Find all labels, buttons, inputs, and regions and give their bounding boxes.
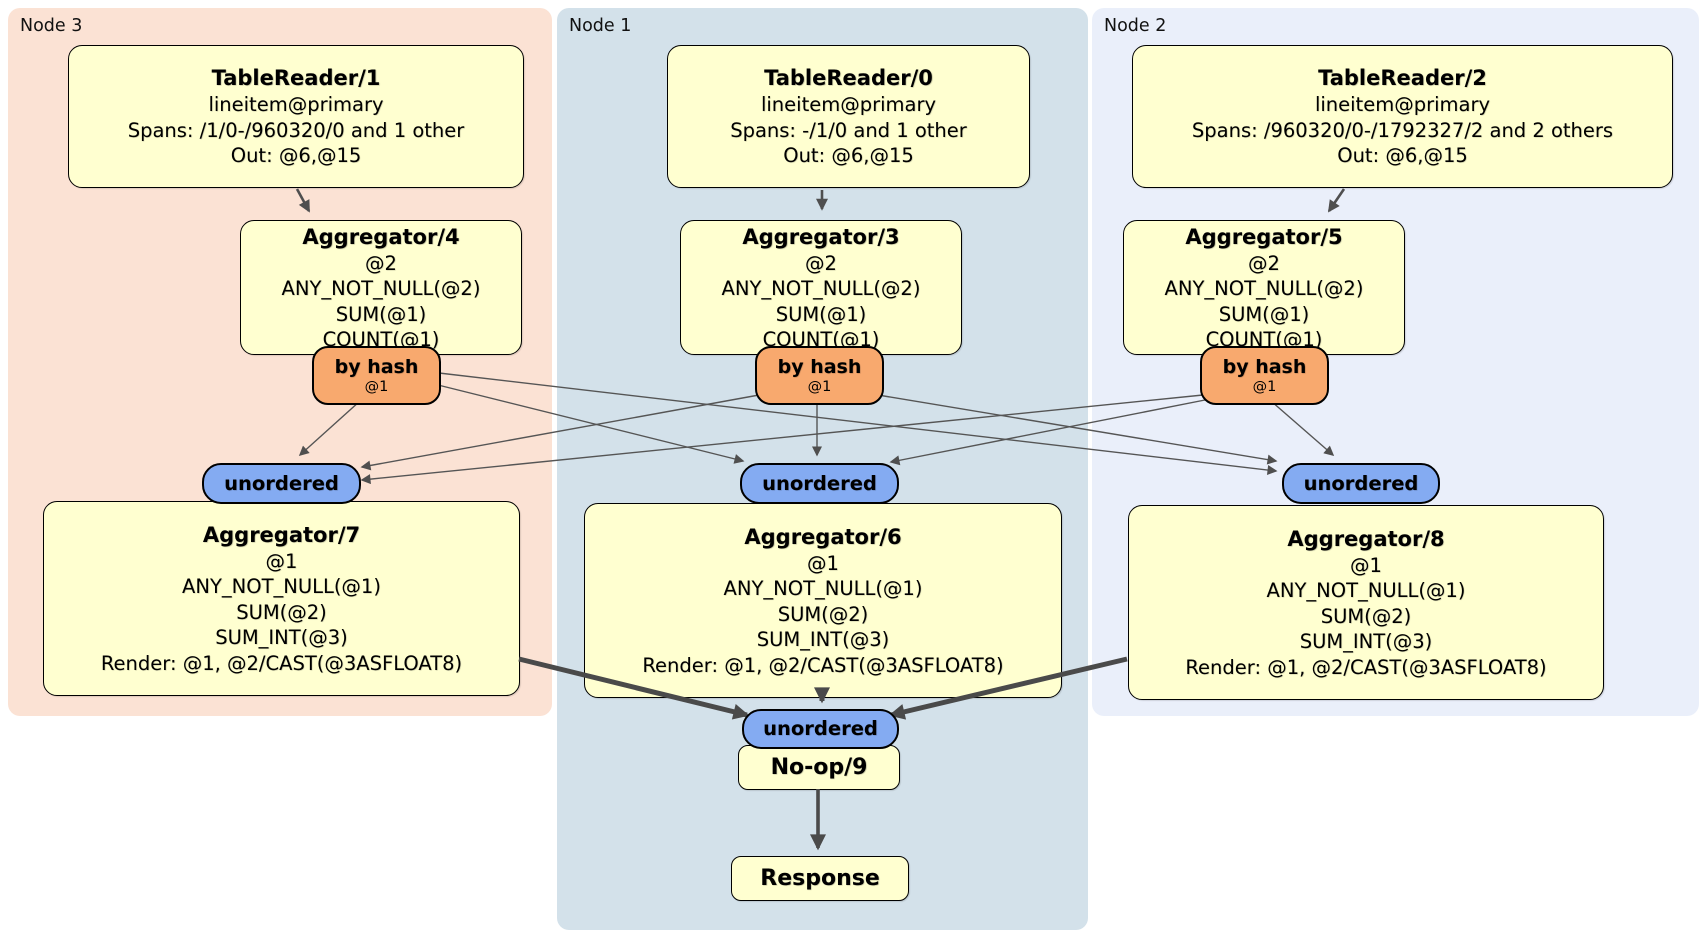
hash-router-node1: by hash @1 bbox=[755, 346, 884, 405]
box-line: @2 bbox=[805, 251, 837, 275]
processor-title: Response bbox=[760, 865, 880, 891]
processor-title: Aggregator/7 bbox=[202, 522, 361, 547]
box-line: SUM(@1) bbox=[335, 302, 427, 326]
noop-box: No-op/9 bbox=[738, 745, 900, 790]
box-line: lineitem@primary bbox=[760, 93, 937, 117]
unordered-sync-node3: unordered bbox=[202, 463, 361, 504]
response-box: Response bbox=[731, 856, 909, 901]
unordered-sync-node2: unordered bbox=[1282, 463, 1440, 504]
router-label: by hash bbox=[334, 355, 419, 378]
box-line: SUM(@2) bbox=[236, 600, 327, 624]
node3-region-label: Node 3 bbox=[20, 16, 83, 36]
unordered-sync-final: unordered bbox=[742, 709, 899, 749]
router-label: by hash bbox=[777, 355, 862, 378]
box-line: @1 bbox=[265, 549, 298, 573]
sync-label: unordered bbox=[224, 471, 339, 495]
unordered-sync-node1: unordered bbox=[740, 463, 899, 504]
hash-router-node2: by hash @1 bbox=[1200, 346, 1329, 405]
box-line: Spans: /1/0-/960320/0 and 1 other bbox=[127, 118, 465, 142]
router-detail: @1 bbox=[364, 378, 389, 395]
box-line: COUNT(@1) bbox=[1205, 328, 1323, 351]
processor-title: Aggregator/3 bbox=[742, 224, 900, 249]
box-line: SUM(@2) bbox=[777, 602, 869, 626]
box-line: SUM_INT(@3) bbox=[756, 628, 890, 652]
box-line: Render: @1, @2/CAST(@3ASFLOAT8) bbox=[100, 651, 463, 675]
box-line: ANY_NOT_NULL(@1) bbox=[182, 575, 381, 599]
box-line: @2 bbox=[365, 251, 397, 275]
box-line: ANY_NOT_NULL(@2) bbox=[721, 277, 921, 300]
processor-title: Aggregator/8 bbox=[1287, 526, 1445, 551]
box-line: COUNT(@1) bbox=[322, 328, 440, 351]
router-detail: @1 bbox=[1252, 378, 1277, 395]
box-line: Out: @6,@15 bbox=[230, 144, 362, 168]
box-line: Spans: /960320/0-/1792327/2 and 2 others bbox=[1191, 118, 1614, 142]
box-line: lineitem@primary bbox=[1314, 93, 1491, 117]
box-line: SUM_INT(@3) bbox=[215, 626, 348, 650]
processor-title: TableReader/1 bbox=[211, 66, 381, 91]
processor-title: No-op/9 bbox=[770, 754, 868, 780]
box-line: ANY_NOT_NULL(@2) bbox=[281, 277, 481, 300]
router-label: by hash bbox=[1222, 355, 1307, 378]
box-line: SUM(@2) bbox=[1320, 604, 1412, 628]
box-line: SUM_INT(@3) bbox=[1299, 630, 1433, 654]
box-line: @2 bbox=[1248, 251, 1280, 275]
box-line: COUNT(@1) bbox=[762, 328, 880, 351]
box-line: Out: @6,@15 bbox=[1337, 144, 1468, 168]
sync-label: unordered bbox=[1303, 471, 1419, 495]
box-line: @1 bbox=[1350, 553, 1382, 577]
processor-title: Aggregator/5 bbox=[1185, 224, 1343, 249]
node1-region-label: Node 1 bbox=[569, 16, 632, 36]
box-line: Render: @1, @2/CAST(@3ASFLOAT8) bbox=[642, 653, 1004, 677]
sync-label: unordered bbox=[763, 717, 878, 740]
processor-title: Aggregator/4 bbox=[302, 224, 460, 249]
box-line: ANY_NOT_NULL(@2) bbox=[1164, 277, 1364, 300]
hash-router-node3: by hash @1 bbox=[312, 346, 441, 405]
node2-region-label: Node 2 bbox=[1104, 16, 1167, 36]
box-line: Render: @1, @2/CAST(@3ASFLOAT8) bbox=[1185, 655, 1547, 679]
box-line: Spans: -/1/0 and 1 other bbox=[730, 118, 967, 142]
router-detail: @1 bbox=[807, 378, 832, 395]
processor-title: Aggregator/6 bbox=[744, 524, 902, 549]
box-line: ANY_NOT_NULL(@1) bbox=[723, 577, 923, 601]
box-line: SUM(@1) bbox=[1218, 302, 1310, 326]
processor-title: TableReader/0 bbox=[764, 66, 933, 91]
box-line: ANY_NOT_NULL(@1) bbox=[1266, 579, 1466, 603]
box-line: lineitem@primary bbox=[208, 93, 384, 117]
box-line: @1 bbox=[807, 551, 839, 575]
processor-title: TableReader/2 bbox=[1318, 66, 1487, 91]
sync-label: unordered bbox=[762, 471, 877, 495]
box-line: SUM(@1) bbox=[775, 302, 867, 326]
box-line: Out: @6,@15 bbox=[783, 144, 914, 168]
